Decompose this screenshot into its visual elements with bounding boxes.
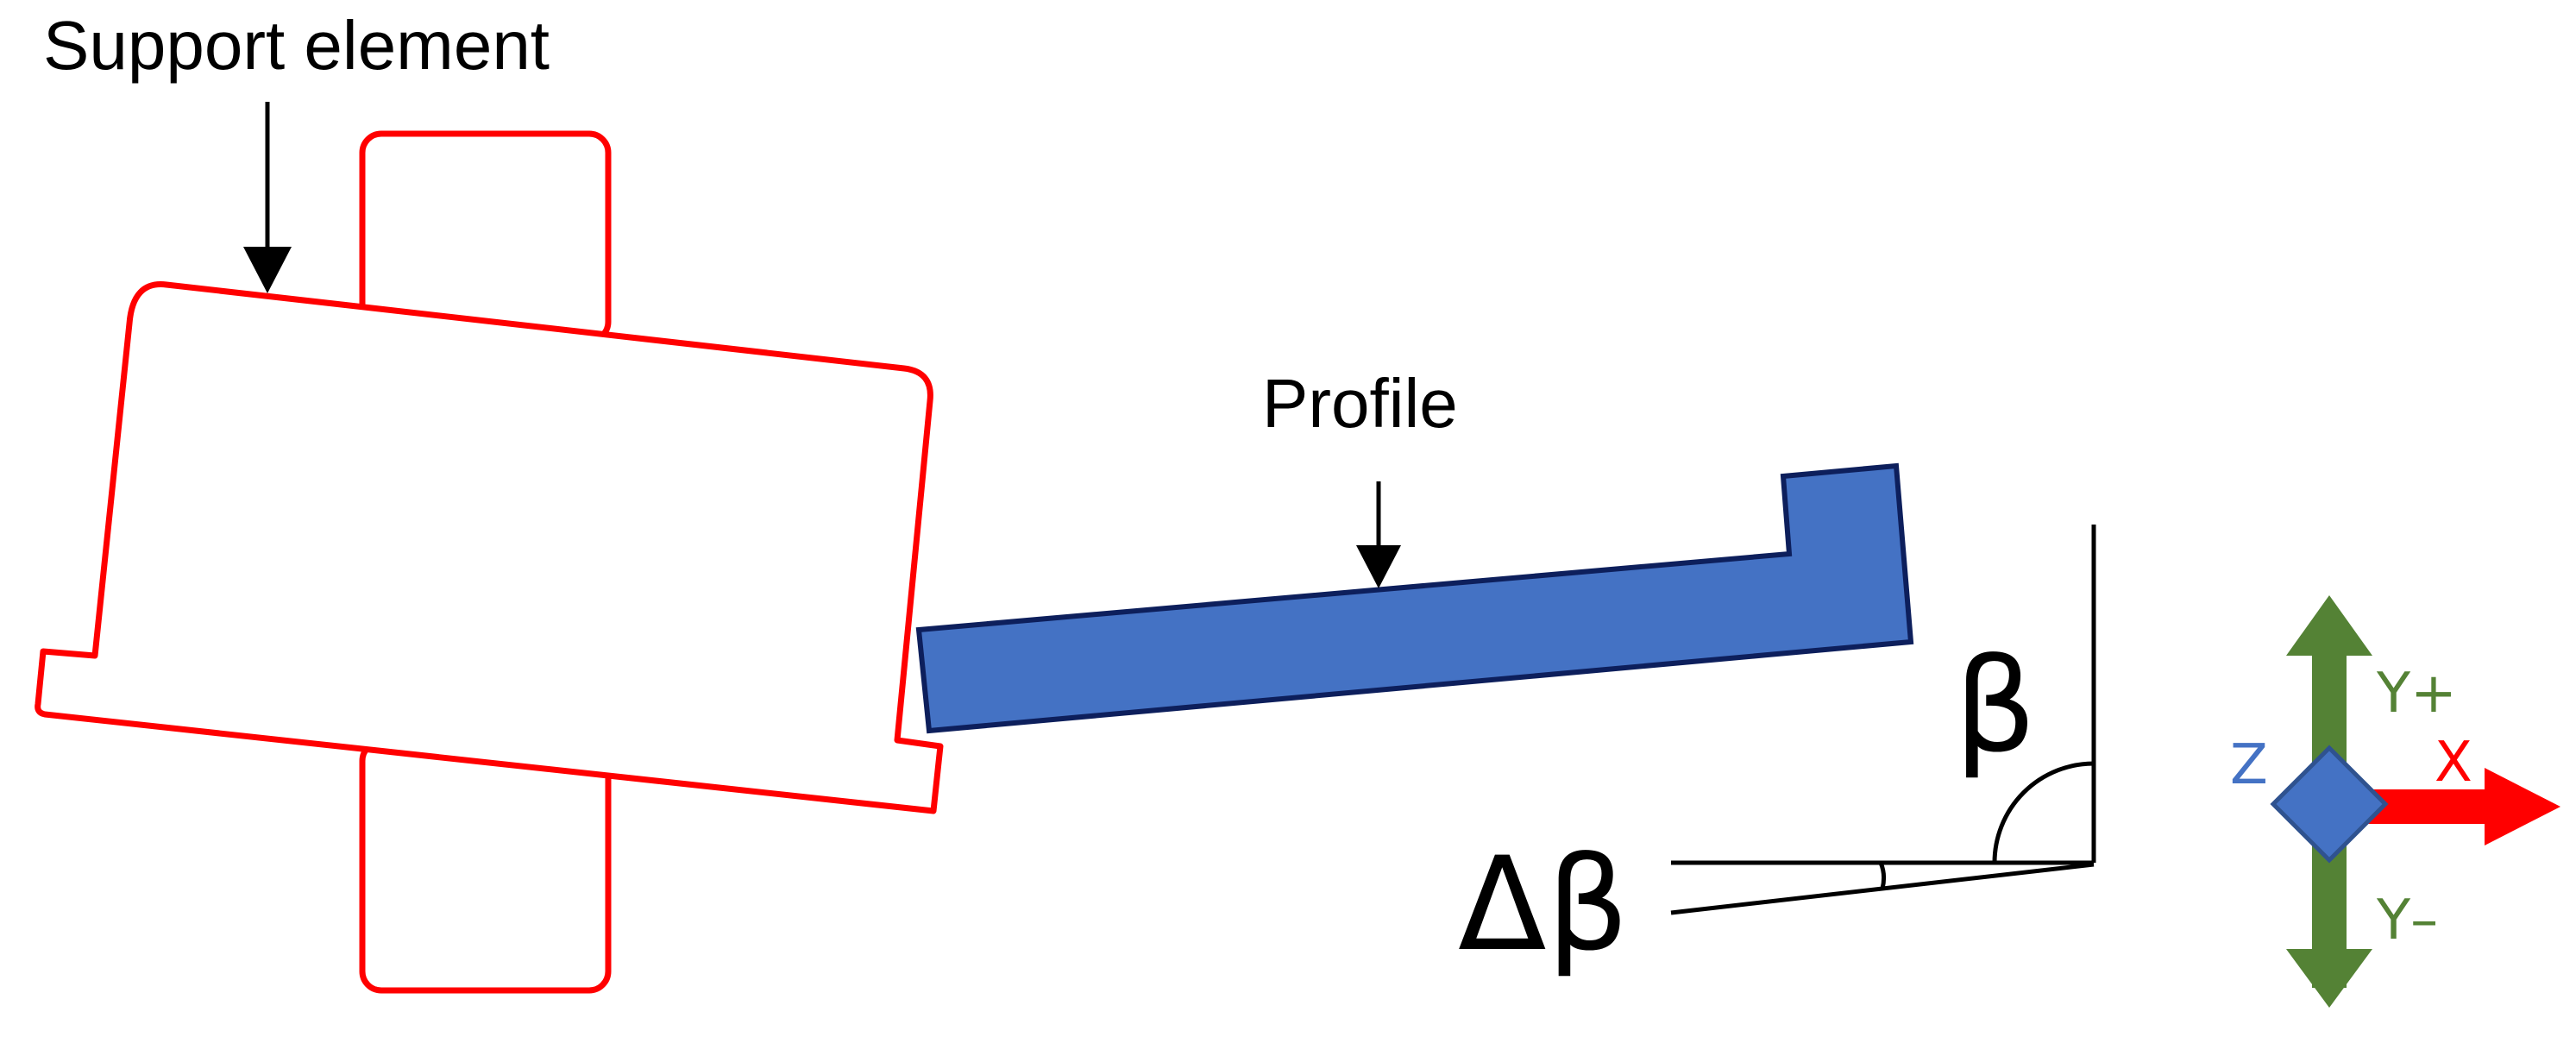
z-axis-diamond xyxy=(2270,745,2389,864)
y-plus-label: Y+ xyxy=(2376,662,2457,726)
support-element xyxy=(35,130,944,994)
coordinate-system: Y+ Y– X Z xyxy=(2230,595,2560,1008)
support-callout-arrowhead xyxy=(243,247,292,293)
profile-shape xyxy=(915,462,1914,734)
profile-callout: Profile xyxy=(1262,365,1458,588)
x-axis-shaft xyxy=(2368,789,2493,824)
x-arrowhead xyxy=(2485,768,2560,845)
beta-angle-arc xyxy=(1992,761,2095,864)
beta-label: β xyxy=(1954,632,2037,782)
x-label: X xyxy=(2435,731,2472,795)
profile-callout-arrowhead xyxy=(1356,545,1401,588)
support-element-callout: Support element xyxy=(43,7,550,293)
support-body xyxy=(35,281,944,814)
y-minus-label: Y– xyxy=(2376,889,2438,952)
delta-beta-angle-arc xyxy=(1878,862,1887,889)
z-label: Z xyxy=(2230,733,2268,797)
support-shaft-bottom xyxy=(359,738,612,994)
angle-construction xyxy=(1670,525,2096,915)
y-plus-arrowhead xyxy=(2286,595,2372,656)
y-minus-arrowhead xyxy=(2286,949,2372,1008)
profile-label: Profile xyxy=(1262,365,1458,442)
support-element-label: Support element xyxy=(43,7,550,84)
delta-beta-label: Δβ xyxy=(1458,830,1629,980)
